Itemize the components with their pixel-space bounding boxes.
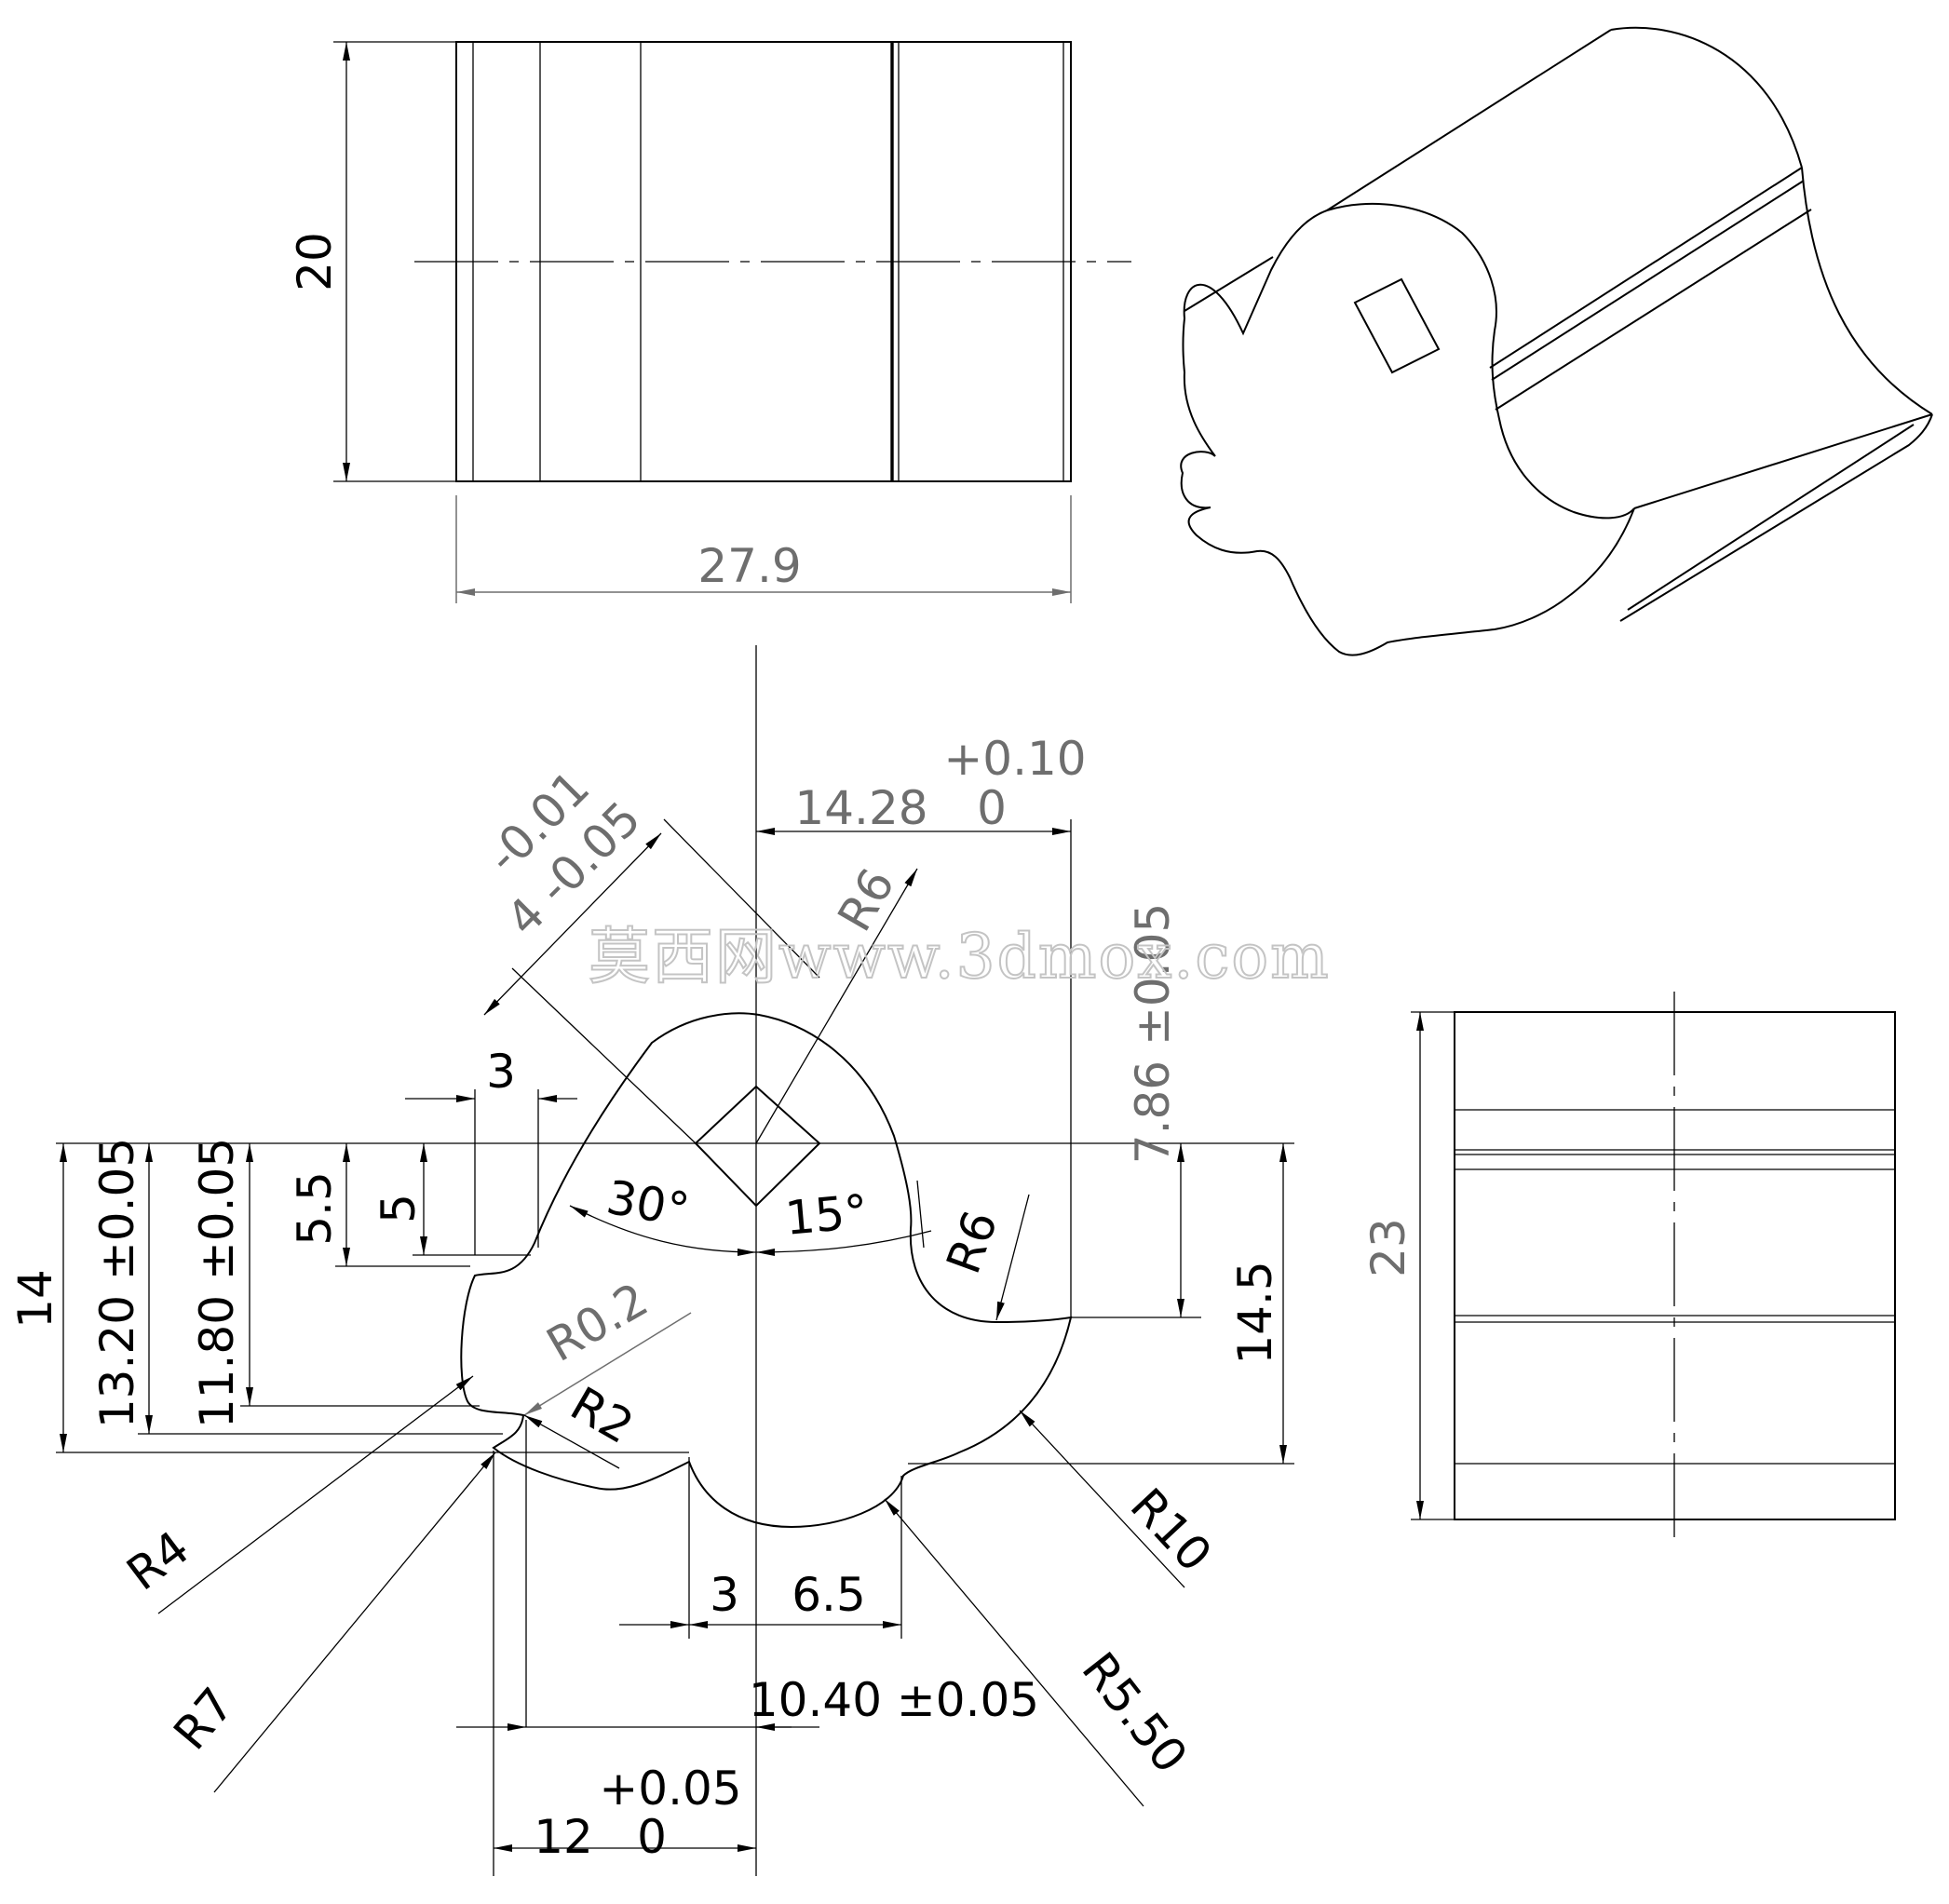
watermark: 莫西网www.3dmox.com [589, 921, 1331, 993]
top-dim-tol-zero: 0 [977, 781, 1007, 835]
bottom-dim-tol-zero: 0 [637, 1810, 667, 1864]
side-view: 23 [1361, 992, 1896, 1541]
bottom-dim-tol-plus: +0.05 [599, 1762, 741, 1816]
dim-13-20: 13.20 ±0.05 [90, 1138, 144, 1428]
isometric-view [1180, 26, 1933, 656]
profile-view: +0.10 14.28 0 -0.01 4 -0.05 R6 7.86 ±0.0… [8, 645, 1294, 1876]
iso-square-hole [1353, 277, 1441, 374]
r7-radius: R7 [163, 1678, 244, 1760]
front-view: 20 27.9 [288, 41, 1131, 603]
r4-radius: R4 [117, 1520, 199, 1600]
right-vertical-dim: 7.86 ±0.05 [1126, 903, 1180, 1164]
profile-outline [460, 1012, 1073, 1529]
bottom-dim-3: 3 [710, 1568, 739, 1622]
top-dim-tol-plus: +0.10 [943, 732, 1086, 786]
dim-14: 14 [8, 1269, 62, 1329]
side-height-dimension: 23 [1361, 1218, 1415, 1277]
r6-side-radius: R6 [936, 1204, 1008, 1280]
r10-radius: R10 [1120, 1479, 1223, 1583]
slot-width-dim: 3 [486, 1045, 516, 1099]
bottom-dim-nominal: 12 [534, 1810, 593, 1864]
angle-30: 30° [602, 1170, 693, 1238]
dim-5: 5 [372, 1194, 426, 1223]
profile-square-hole [694, 1085, 821, 1208]
r0-2-radius: R0.2 [538, 1273, 657, 1372]
angle-15: 15° [783, 1184, 870, 1246]
bottom-dim-10-40: 10.40 ±0.05 [749, 1673, 1039, 1727]
r5-50-radius: R5.50 [1072, 1642, 1198, 1783]
height-dimension: 20 [288, 232, 342, 291]
width-dimension: 27.9 [697, 539, 801, 593]
bottom-dim-6-5: 6.5 [792, 1568, 866, 1622]
dim-5-5: 5.5 [288, 1171, 342, 1246]
top-dim-nominal: 14.28 [794, 781, 927, 835]
iso-front-face [1180, 202, 1635, 656]
dim-14-5: 14.5 [1228, 1261, 1282, 1364]
dim-11-80: 11.80 ±0.05 [190, 1138, 244, 1428]
